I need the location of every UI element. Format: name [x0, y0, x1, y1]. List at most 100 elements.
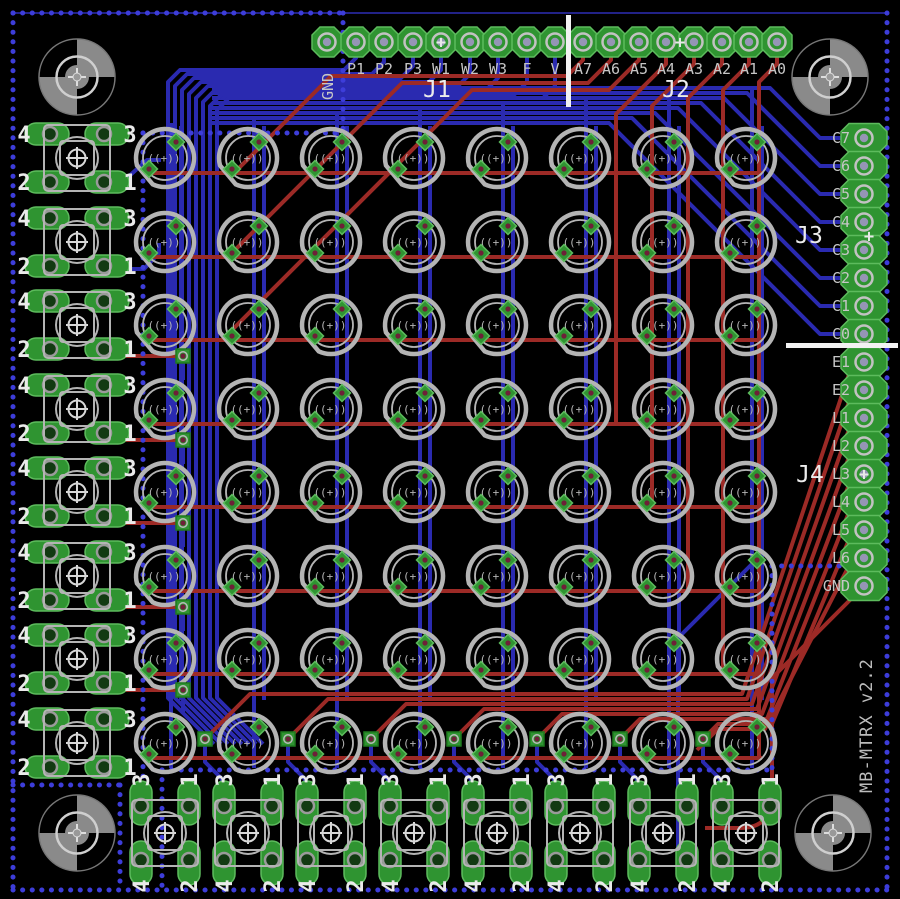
led-r1-c1[interactable]: ((+)): [133, 126, 197, 190]
j1-pad-P1[interactable]: [340, 26, 372, 58]
led-pad[interactable]: [720, 326, 740, 346]
led-pad[interactable]: [554, 577, 574, 597]
led-pad[interactable]: [720, 660, 740, 680]
led-pad[interactable]: [249, 132, 269, 152]
led-pad[interactable]: [471, 326, 491, 346]
led-pad[interactable]: [581, 216, 601, 236]
led-pad[interactable]: [222, 493, 242, 513]
led-pad[interactable]: [581, 550, 601, 570]
j1-pad-P3[interactable]: [397, 26, 429, 58]
j1-pad-W1[interactable]: [425, 26, 457, 58]
led-pad[interactable]: [498, 299, 518, 319]
led-pad[interactable]: [720, 744, 740, 764]
led-pad[interactable]: [222, 744, 242, 764]
led-r8-c8[interactable]: ((+)): [714, 711, 778, 775]
led-pad[interactable]: [498, 717, 518, 737]
j3-pad-C3[interactable]: [840, 234, 888, 266]
led-pad[interactable]: [332, 633, 352, 653]
led-r7-c4[interactable]: ((+)): [382, 627, 446, 691]
led-pad[interactable]: [664, 216, 684, 236]
j1-pad-W3[interactable]: [482, 26, 514, 58]
led-r3-c7[interactable]: ((+)): [631, 293, 695, 357]
led-pad[interactable]: [498, 383, 518, 403]
led-pad[interactable]: [581, 717, 601, 737]
led-pad[interactable]: [637, 243, 657, 263]
led-pad[interactable]: [554, 326, 574, 346]
led-r8-c2[interactable]: ((+)): [216, 711, 280, 775]
led-r4-c2[interactable]: ((+)): [216, 377, 280, 441]
j1-pad-GND[interactable]: [311, 26, 343, 58]
led-pad[interactable]: [554, 744, 574, 764]
led-pad[interactable]: [637, 577, 657, 597]
j1-pad-V[interactable]: [539, 26, 571, 58]
led-r2-c5[interactable]: ((+)): [465, 210, 529, 274]
led-pad[interactable]: [222, 660, 242, 680]
led-pad[interactable]: [415, 299, 435, 319]
led-r3-c1[interactable]: ((+)): [133, 293, 197, 357]
j1-pad-W2[interactable]: [454, 26, 486, 58]
led-r4-c4[interactable]: ((+)): [382, 377, 446, 441]
led-r3-c4[interactable]: ((+)): [382, 293, 446, 357]
led-r2-c8[interactable]: ((+)): [714, 210, 778, 274]
led-pad[interactable]: [305, 410, 325, 430]
led-r5-c6[interactable]: ((+)): [548, 460, 612, 524]
led-pad[interactable]: [471, 744, 491, 764]
mounting-hole-bottom-right[interactable]: [794, 794, 872, 872]
j4-pad-L6[interactable]: [840, 542, 888, 574]
mounting-hole-bottom-left[interactable]: [38, 794, 116, 872]
led-r3-c3[interactable]: ((+)): [299, 293, 363, 357]
led-pad[interactable]: [249, 633, 269, 653]
led-pad[interactable]: [720, 577, 740, 597]
led-r1-c4[interactable]: ((+)): [382, 126, 446, 190]
mounting-hole-top-right[interactable]: [791, 38, 869, 116]
led-pad[interactable]: [581, 299, 601, 319]
via[interactable]: [446, 731, 462, 747]
led-pad[interactable]: [166, 633, 186, 653]
led-r5-c3[interactable]: ((+)): [299, 460, 363, 524]
led-pad[interactable]: [305, 493, 325, 513]
led-r8-c7[interactable]: ((+)): [631, 711, 695, 775]
via[interactable]: [363, 731, 379, 747]
led-r8-c3[interactable]: ((+)): [299, 711, 363, 775]
led-pad[interactable]: [498, 466, 518, 486]
led-pad[interactable]: [166, 550, 186, 570]
led-r8-c6[interactable]: ((+)): [548, 711, 612, 775]
led-pad[interactable]: [166, 466, 186, 486]
led-pad[interactable]: [166, 383, 186, 403]
via[interactable]: [175, 348, 191, 364]
via[interactable]: [175, 682, 191, 698]
led-pad[interactable]: [249, 717, 269, 737]
led-pad[interactable]: [332, 466, 352, 486]
led-pad[interactable]: [498, 633, 518, 653]
led-pad[interactable]: [554, 660, 574, 680]
led-pad[interactable]: [747, 717, 767, 737]
led-pad[interactable]: [664, 383, 684, 403]
led-pad[interactable]: [249, 550, 269, 570]
via[interactable]: [175, 515, 191, 531]
led-pad[interactable]: [581, 383, 601, 403]
led-pad[interactable]: [249, 466, 269, 486]
j2-pad-A5[interactable]: [623, 26, 655, 58]
led-pad[interactable]: [747, 633, 767, 653]
led-r1-c8[interactable]: ((+)): [714, 126, 778, 190]
led-r1-c5[interactable]: ((+)): [465, 126, 529, 190]
led-pad[interactable]: [664, 633, 684, 653]
via[interactable]: [695, 731, 711, 747]
led-pad[interactable]: [305, 577, 325, 597]
led-r5-c7[interactable]: ((+)): [631, 460, 695, 524]
j1-pad-P2[interactable]: [368, 26, 400, 58]
led-pad[interactable]: [720, 410, 740, 430]
led-pad[interactable]: [554, 159, 574, 179]
led-r7-c6[interactable]: ((+)): [548, 627, 612, 691]
led-pad[interactable]: [139, 744, 159, 764]
led-pad[interactable]: [332, 717, 352, 737]
led-pad[interactable]: [222, 243, 242, 263]
led-pad[interactable]: [471, 577, 491, 597]
led-pad[interactable]: [166, 717, 186, 737]
